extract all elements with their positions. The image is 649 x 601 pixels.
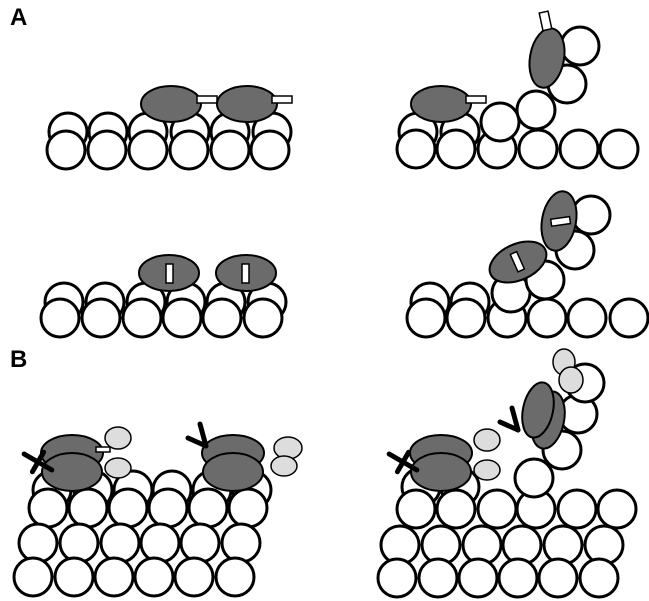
actin-subunit <box>559 25 601 67</box>
lever-arm <box>538 10 553 32</box>
light-chain <box>558 366 584 394</box>
light-chain <box>104 426 132 450</box>
panel-label-b: B <box>10 346 28 373</box>
tail-mark <box>386 449 420 475</box>
actin-subunit <box>537 557 579 599</box>
actin-subunit <box>187 487 229 529</box>
actin-subunit <box>435 488 477 530</box>
lever-arm <box>465 95 487 104</box>
lever-arm <box>509 250 526 273</box>
actin-subunit <box>58 522 100 564</box>
actin-subunit <box>45 129 87 171</box>
tail-mark <box>185 421 209 449</box>
light-chain <box>270 455 298 477</box>
light-chain <box>473 428 501 452</box>
actin-subunit <box>476 488 518 530</box>
actin-subunit <box>93 556 135 598</box>
actin-subunit <box>99 522 141 564</box>
tail-stroke <box>185 435 209 449</box>
motor-head <box>410 85 472 123</box>
actin-subunit <box>12 556 54 598</box>
motor-head <box>41 452 103 492</box>
actin-subunit <box>39 297 81 339</box>
light-chain <box>104 457 132 479</box>
actin-subunit <box>121 297 163 339</box>
actin-subunit <box>179 522 221 564</box>
actin-subunit <box>445 297 487 339</box>
tail-mark <box>21 449 55 475</box>
motor-head-layer <box>21 10 584 492</box>
actin-subunit <box>168 129 210 171</box>
actin-subunit <box>578 557 620 599</box>
actin-subunit <box>86 129 128 171</box>
tail-stroke <box>197 421 209 449</box>
actin-subunit <box>570 194 612 236</box>
actin-subunit <box>139 522 181 564</box>
actin-subunit <box>227 487 269 529</box>
panel-label-a: A <box>10 4 28 31</box>
actin-subunit <box>173 556 215 598</box>
actin-subunit <box>457 557 499 599</box>
subunit-layer <box>12 25 649 599</box>
actin-subunit <box>608 297 649 339</box>
motor-head <box>410 452 472 492</box>
actin-subunit <box>596 488 638 530</box>
actin-subunit <box>249 129 291 171</box>
tail-stroke <box>497 419 521 433</box>
motor-head <box>202 452 264 492</box>
actin-subunit <box>556 488 598 530</box>
actin-subunit <box>479 101 521 143</box>
actin-subunit <box>161 297 203 339</box>
actin-subunit <box>566 297 608 339</box>
actin-subunit <box>558 128 600 170</box>
actin-subunit <box>513 457 555 499</box>
actin-subunit <box>242 297 284 339</box>
lever-arm <box>271 95 293 104</box>
actin-subunit <box>435 128 477 170</box>
actin-subunit <box>201 297 243 339</box>
actin-subunit <box>497 557 539 599</box>
actin-subunit <box>214 556 256 598</box>
actin-subunit <box>209 129 251 171</box>
actin-subunit <box>133 556 175 598</box>
actin-subunit <box>526 297 568 339</box>
actin-subunit <box>405 297 447 339</box>
lever-arm <box>196 95 218 104</box>
actin-subunit <box>67 487 109 529</box>
tail-stroke <box>509 405 521 433</box>
lever-arm <box>165 263 174 284</box>
actin-subunit <box>515 89 557 131</box>
tail-stroke <box>394 449 412 475</box>
actin-subunit <box>27 487 69 529</box>
actin-subunit <box>517 128 559 170</box>
actin-subunit <box>127 129 169 171</box>
motor-head <box>521 381 555 439</box>
actin-subunit <box>107 487 149 529</box>
lever-arm <box>95 446 111 453</box>
actin-subunit <box>53 556 95 598</box>
actin-subunit <box>598 128 640 170</box>
actin-subunit <box>147 487 189 529</box>
actin-subunit <box>220 522 262 564</box>
actin-subunit <box>395 128 437 170</box>
lever-arm <box>241 263 250 284</box>
actin-subunit <box>17 522 59 564</box>
tail-mark <box>497 405 521 433</box>
actin-subunit <box>417 557 459 599</box>
actin-subunit <box>376 557 418 599</box>
actin-subunit <box>395 488 437 530</box>
lever-arm <box>549 215 572 228</box>
motor-head <box>216 85 278 123</box>
light-chain <box>473 459 501 481</box>
actin-subunit <box>80 297 122 339</box>
motor-head <box>140 85 202 123</box>
tail-stroke <box>29 449 47 475</box>
